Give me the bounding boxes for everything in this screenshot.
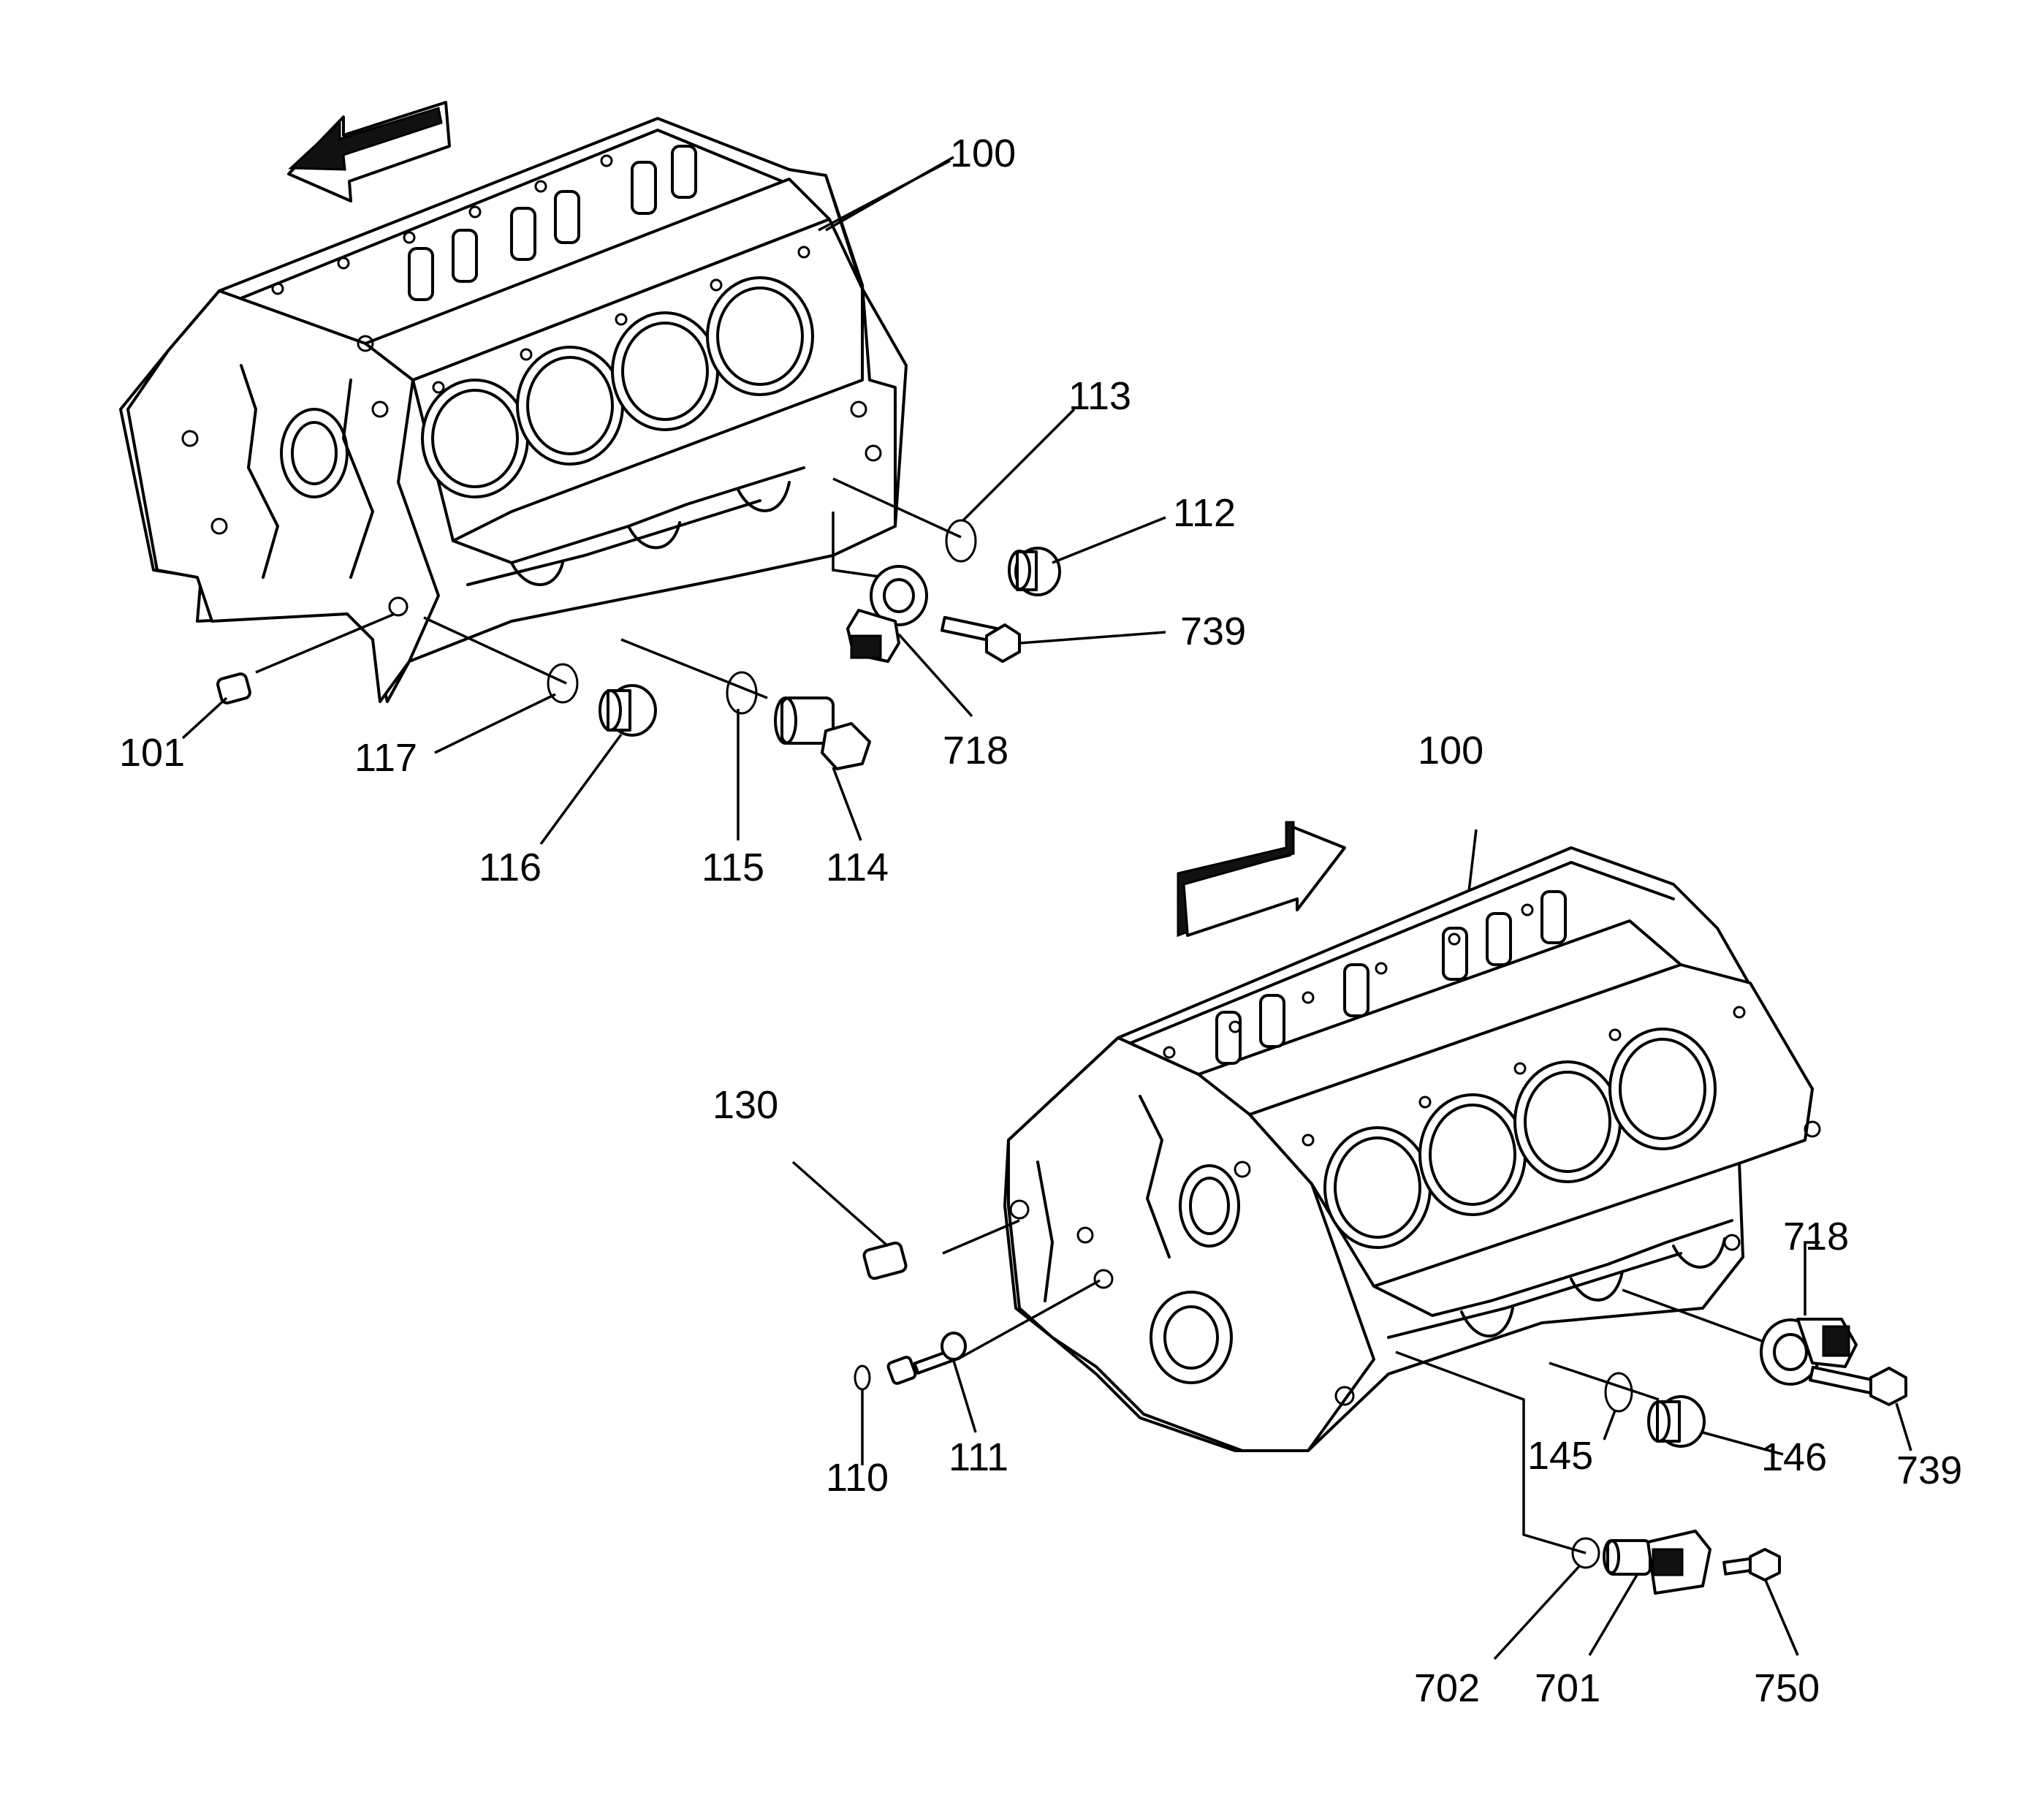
top-callout-718: 718 xyxy=(943,729,1008,772)
top-sensor-114 xyxy=(774,696,871,770)
top-cylinder-bores xyxy=(421,276,814,498)
bottom-callout-739: 739 xyxy=(1896,1449,1962,1492)
top-callout-112: 112 xyxy=(1173,491,1236,535)
top-callout-739: 739 xyxy=(1180,610,1246,653)
top-oring-117 xyxy=(547,663,579,704)
bottom-bolt-holes xyxy=(1163,903,1746,1147)
bottom-knock-sensor-718 xyxy=(1760,1318,1858,1386)
bottom-dowel-111 xyxy=(886,1332,967,1385)
top-callout-100: 100 xyxy=(950,132,1016,175)
bottom-engine-block xyxy=(1003,846,1821,1452)
top-knock-sensor-718 xyxy=(846,565,928,663)
top-plug-112 xyxy=(1008,547,1061,596)
bottom-callout-701: 701 xyxy=(1535,1666,1600,1710)
top-engine-block xyxy=(119,117,908,703)
bottom-callout-111: 111 xyxy=(949,1435,1008,1479)
bottom-plug-130 xyxy=(862,1241,908,1280)
top-callout-101: 101 xyxy=(119,731,185,775)
top-bolt-holes xyxy=(271,154,810,394)
top-callout-114: 114 xyxy=(826,846,889,889)
bottom-bolt-739 xyxy=(1809,1365,1907,1406)
top-plug-101 xyxy=(216,672,251,705)
top-plug-116 xyxy=(599,684,657,737)
bottom-callout-750: 750 xyxy=(1754,1666,1820,1710)
top-callout-113: 113 xyxy=(1068,374,1131,418)
bottom-bolt-750 xyxy=(1722,1548,1781,1582)
bottom-front-arrow-icon xyxy=(1177,821,1346,938)
bottom-callout-145: 145 xyxy=(1527,1434,1593,1478)
bottom-plug-146 xyxy=(1647,1395,1706,1448)
bottom-callout-110: 110 xyxy=(826,1456,889,1500)
top-callout-115: 115 xyxy=(702,846,764,889)
bottom-lifter-bosses xyxy=(1215,890,1567,1065)
top-front-arrow-icon xyxy=(287,101,451,202)
bottom-view: 100 130 718 110 111 145 146 739 702 701 … xyxy=(713,729,1962,1710)
top-oring-113 xyxy=(945,519,977,563)
bottom-oring-145 xyxy=(1604,1372,1633,1413)
bottom-callout-146: 146 xyxy=(1761,1435,1827,1479)
bottom-callout-702: 702 xyxy=(1414,1666,1480,1710)
top-callout-116: 116 xyxy=(479,846,542,889)
top-callout-117: 117 xyxy=(354,736,417,780)
top-callout-leaders xyxy=(181,159,1166,846)
top-view: 100 113 112 739 718 101 117 116 115 114 xyxy=(119,101,1246,889)
top-bolt-739 xyxy=(941,615,1021,663)
bottom-sensor-701 xyxy=(1603,1530,1711,1595)
bottom-callout-100: 100 xyxy=(1418,729,1483,772)
bottom-ring-110 xyxy=(854,1364,871,1391)
bottom-cylinder-bores xyxy=(1323,1028,1717,1249)
top-oring-115 xyxy=(726,671,758,715)
bottom-callout-leaders xyxy=(791,1161,1912,1660)
bottom-callout-130: 130 xyxy=(713,1083,778,1127)
bottom-oring-702 xyxy=(1571,1537,1600,1569)
top-lifter-bosses xyxy=(408,145,697,301)
bottom-callout-718: 718 xyxy=(1783,1215,1849,1258)
bottom-leader-lines xyxy=(942,829,1773,1554)
